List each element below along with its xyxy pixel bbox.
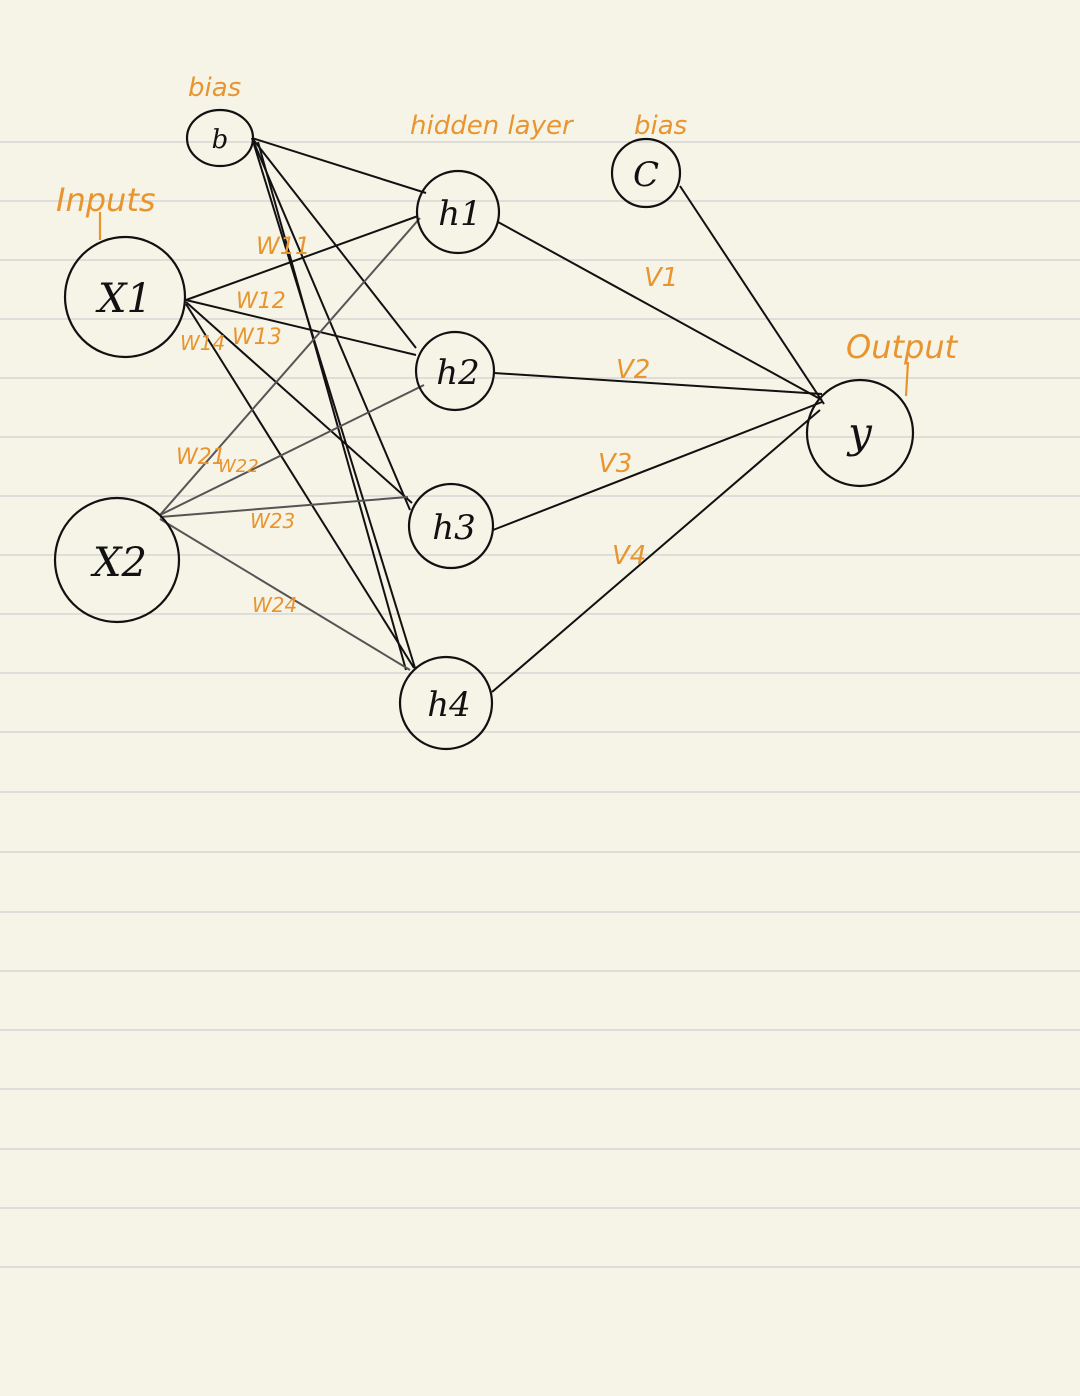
weight-w21: W21 bbox=[176, 445, 226, 470]
ruled-lines bbox=[0, 141, 1080, 1268]
bias-c-annotation: bias bbox=[634, 111, 687, 141]
weight-w24: W24 bbox=[252, 593, 297, 617]
node-x1: X1 bbox=[63, 235, 187, 359]
x2-edges bbox=[159, 217, 425, 671]
node-c: C bbox=[610, 137, 682, 209]
x1-edges bbox=[185, 215, 419, 669]
node-x2-circle bbox=[53, 496, 181, 624]
edge-x1-h4 bbox=[185, 303, 415, 669]
node-b: b bbox=[185, 108, 255, 168]
annotations: Inputs bias hidden layer bias Output W11… bbox=[56, 73, 959, 617]
node-h3-circle bbox=[407, 482, 495, 570]
edge-x2-h2 bbox=[159, 384, 425, 516]
weight-w11: W11 bbox=[256, 232, 310, 260]
node-b-circle bbox=[185, 108, 255, 168]
node-x1-label: X1 bbox=[95, 276, 152, 322]
edge-b-h3 bbox=[251, 137, 411, 511]
node-x1-circle bbox=[63, 235, 187, 359]
node-x2: X2 bbox=[53, 496, 181, 624]
node-h4-label: h4 bbox=[427, 685, 471, 725]
edge-b-h4 bbox=[251, 137, 416, 669]
bias-b-annotation: bias bbox=[188, 73, 241, 103]
bias-b-edges bbox=[251, 137, 427, 671]
edge-x2-h4 bbox=[159, 518, 411, 671]
node-b-label: b bbox=[212, 125, 229, 155]
node-h4: h4 bbox=[398, 655, 494, 751]
edge-b-h4-stroke bbox=[257, 141, 407, 671]
weight-w23: W23 bbox=[250, 509, 295, 533]
output-pointer bbox=[904, 361, 910, 397]
weight-v3: V3 bbox=[598, 449, 632, 479]
output-edges bbox=[491, 185, 825, 693]
node-h2: h2 bbox=[414, 330, 496, 412]
edge-x1-h3 bbox=[185, 301, 413, 504]
edge-b-h2 bbox=[251, 137, 417, 349]
edge-b-h1 bbox=[251, 137, 427, 194]
node-x2-label: X2 bbox=[90, 540, 147, 586]
node-h4-circle bbox=[398, 655, 494, 751]
edge-c-y bbox=[679, 185, 825, 405]
hidden-layer-annotation: hidden layer bbox=[410, 111, 575, 141]
edge-h4-y bbox=[491, 409, 821, 693]
edge-x2-h1 bbox=[159, 217, 421, 516]
edge-h3-y bbox=[492, 401, 823, 531]
node-h3-label: h3 bbox=[432, 508, 476, 548]
weight-w22: W22 bbox=[218, 456, 259, 477]
edge-h2-y bbox=[493, 372, 823, 395]
weight-w14: W14 bbox=[180, 331, 225, 355]
node-y: y bbox=[805, 378, 915, 488]
weight-v2: V2 bbox=[616, 355, 650, 385]
node-h2-label: h2 bbox=[436, 353, 480, 393]
node-y-circle bbox=[805, 378, 915, 488]
node-h2-circle bbox=[414, 330, 496, 412]
node-c-circle bbox=[610, 137, 682, 209]
edge-x1-h1 bbox=[185, 215, 419, 301]
node-h1-circle bbox=[415, 169, 501, 255]
edge-h1-y bbox=[497, 221, 823, 401]
weight-v1: V1 bbox=[644, 263, 678, 293]
node-h1: h1 bbox=[415, 169, 501, 255]
weight-v4: V4 bbox=[612, 541, 646, 571]
node-h1-label: h1 bbox=[438, 194, 482, 234]
node-h3: h3 bbox=[407, 482, 495, 570]
node-c-label: C bbox=[633, 155, 659, 195]
inputs-annotation: Inputs bbox=[56, 181, 156, 219]
edge-x2-h3 bbox=[159, 496, 409, 518]
node-y-label: y bbox=[846, 408, 873, 457]
weight-w13: W13 bbox=[232, 325, 282, 350]
output-annotation: Output bbox=[846, 328, 959, 366]
weight-w12: W12 bbox=[236, 289, 286, 314]
edge-x1-h2 bbox=[185, 299, 417, 356]
